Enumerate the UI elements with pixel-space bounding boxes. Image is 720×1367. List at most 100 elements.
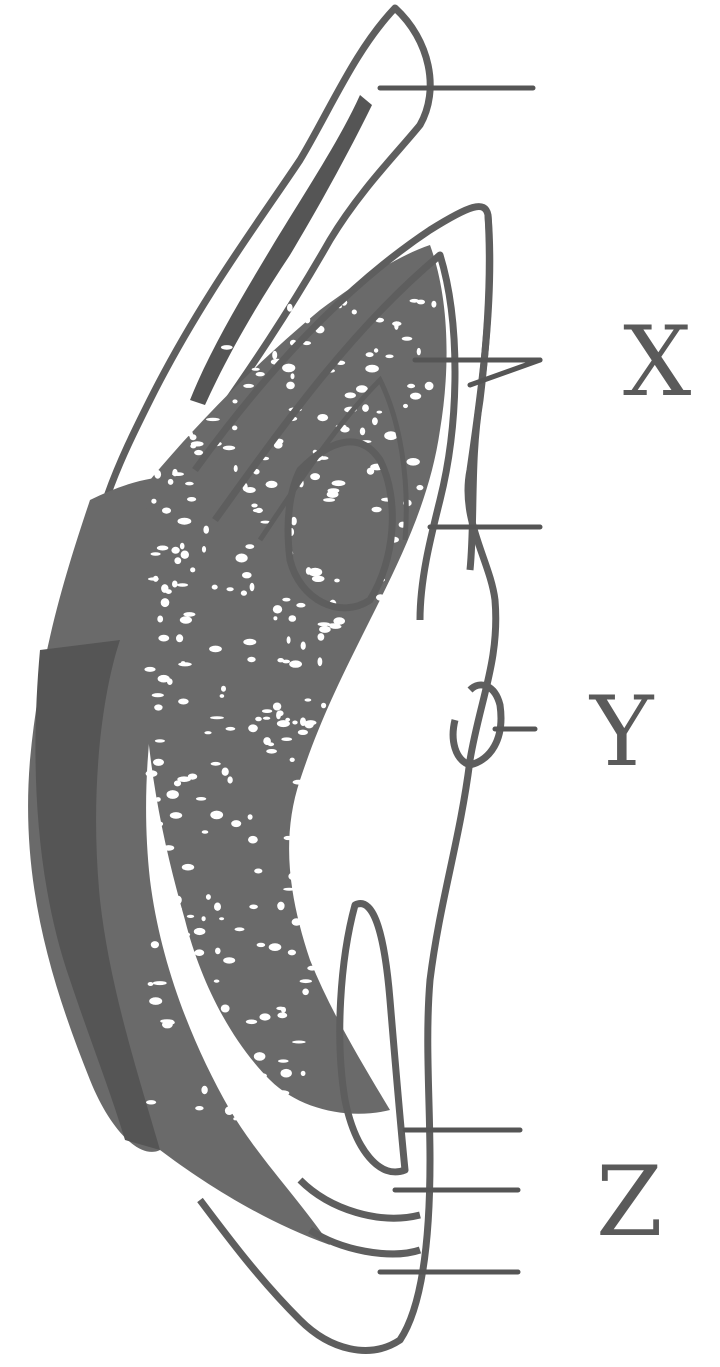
tissue-speck bbox=[222, 768, 229, 776]
tissue-speck bbox=[403, 404, 408, 408]
tissue-speck bbox=[336, 706, 349, 713]
tissue-speck bbox=[277, 1090, 290, 1095]
tissue-speck bbox=[243, 639, 256, 645]
tissue-speck bbox=[333, 729, 345, 736]
tissue-speck bbox=[204, 731, 211, 734]
tissue-speck bbox=[376, 594, 385, 600]
tissue-speck bbox=[170, 432, 179, 437]
tissue-speck bbox=[312, 576, 325, 582]
tissue-speck bbox=[181, 661, 185, 664]
tissue-speck bbox=[180, 616, 192, 623]
tissue-speck bbox=[151, 552, 161, 555]
tissue-speck bbox=[202, 830, 209, 834]
tissue-speck bbox=[332, 480, 346, 486]
tissue-speck bbox=[318, 657, 323, 666]
tissue-speck bbox=[263, 737, 271, 745]
tissue-speck bbox=[162, 508, 171, 514]
tissue-speck bbox=[211, 762, 221, 766]
tissue-speck bbox=[410, 393, 421, 400]
tissue-speck bbox=[212, 585, 218, 590]
tissue-speck bbox=[194, 450, 203, 455]
tissue-speck bbox=[292, 1041, 306, 1044]
tissue-speck bbox=[257, 943, 266, 947]
tissue-speck bbox=[288, 950, 296, 956]
tissue-speck bbox=[417, 348, 421, 355]
tissue-speck bbox=[144, 667, 155, 672]
tissue-speck bbox=[171, 955, 179, 962]
tissue-speck bbox=[178, 518, 192, 525]
tissue-speck bbox=[195, 1106, 203, 1110]
tissue-speck bbox=[417, 300, 425, 305]
tissue-speck bbox=[273, 616, 277, 620]
tissue-speck bbox=[233, 1117, 237, 1120]
tissue-speck bbox=[402, 337, 413, 341]
tissue-speck bbox=[151, 941, 159, 948]
tissue-speck bbox=[277, 902, 284, 911]
tissue-speck bbox=[290, 758, 295, 762]
tissue-speck bbox=[221, 1005, 230, 1013]
tissue-speck bbox=[347, 784, 351, 792]
tissue-speck bbox=[407, 384, 415, 388]
tissue-speck bbox=[164, 889, 169, 896]
tissue-speck bbox=[191, 441, 204, 446]
tissue-speck bbox=[221, 378, 226, 386]
tissue-speck bbox=[161, 584, 168, 593]
label-x: X bbox=[623, 306, 691, 418]
tissue-speck bbox=[232, 426, 237, 431]
tissue-speck bbox=[287, 636, 291, 644]
tissue-speck bbox=[223, 446, 235, 451]
tissue-speck bbox=[328, 849, 336, 858]
tissue-speck bbox=[167, 790, 179, 799]
tissue-speck bbox=[163, 845, 174, 851]
tissue-speck bbox=[334, 714, 347, 719]
tissue-speck bbox=[179, 428, 184, 432]
tissue-speck bbox=[362, 823, 372, 826]
tissue-speck bbox=[171, 547, 179, 554]
tissue-speck bbox=[249, 905, 258, 910]
tissue-speck bbox=[259, 1013, 270, 1020]
tissue-speck bbox=[157, 616, 163, 623]
tissue-speck bbox=[178, 699, 189, 705]
tissue-speck bbox=[349, 665, 360, 670]
tissue-speck bbox=[369, 701, 375, 707]
tissue-speck bbox=[284, 836, 293, 840]
tissue-speck bbox=[254, 1052, 266, 1061]
tissue-speck bbox=[161, 598, 170, 607]
speckled-tissue bbox=[142, 245, 447, 1120]
tissue-speck bbox=[377, 411, 383, 414]
tissue-speck bbox=[407, 458, 420, 466]
tissue-speck bbox=[221, 1040, 229, 1047]
tissue-speck bbox=[158, 635, 169, 642]
tissue-speck bbox=[319, 626, 331, 633]
tissue-speck bbox=[146, 1100, 156, 1104]
tissue-speck bbox=[404, 580, 410, 584]
tissue-speck bbox=[219, 917, 224, 920]
tissue-speck bbox=[185, 482, 194, 486]
tissue-speck bbox=[330, 624, 342, 629]
tissue-speck bbox=[314, 822, 322, 831]
tissue-speck bbox=[172, 472, 184, 476]
tissue-speck bbox=[343, 744, 349, 748]
tissue-speck bbox=[251, 504, 257, 508]
tissue-speck bbox=[318, 879, 328, 882]
tissue-speck bbox=[416, 485, 423, 490]
tissue-speck bbox=[316, 925, 327, 933]
tissue-speck bbox=[394, 321, 398, 330]
tissue-speck bbox=[168, 479, 174, 485]
tissue-speck bbox=[304, 721, 313, 729]
tissue-speck bbox=[187, 497, 196, 502]
tissue-speck bbox=[308, 568, 322, 577]
tissue-speck bbox=[153, 981, 167, 985]
tissue-speck bbox=[266, 749, 277, 754]
tissue-speck bbox=[254, 869, 262, 874]
tissue-speck bbox=[226, 727, 236, 731]
tissue-speck bbox=[225, 1082, 229, 1087]
tissue-speck bbox=[291, 373, 295, 379]
tissue-speck bbox=[272, 351, 277, 360]
tissue-speck bbox=[302, 989, 309, 996]
tissue-speck bbox=[292, 721, 297, 725]
tissue-speck bbox=[232, 399, 237, 403]
tissue-speck bbox=[196, 797, 206, 801]
tissue-speck bbox=[282, 598, 290, 602]
tissue-speck bbox=[305, 317, 311, 324]
